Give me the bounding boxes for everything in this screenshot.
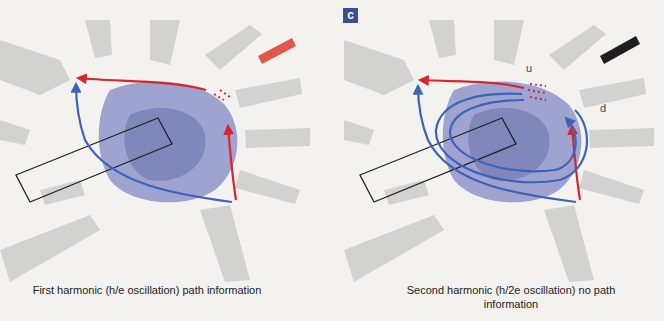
panel-letter: c	[343, 8, 358, 23]
panel-caption: First harmonic (h/e oscillation) path in…	[32, 283, 262, 297]
path-label: u	[526, 62, 532, 74]
path-label: d	[600, 102, 606, 114]
panel-caption: Second harmonic (h/2e oscillation) no pa…	[396, 283, 626, 312]
